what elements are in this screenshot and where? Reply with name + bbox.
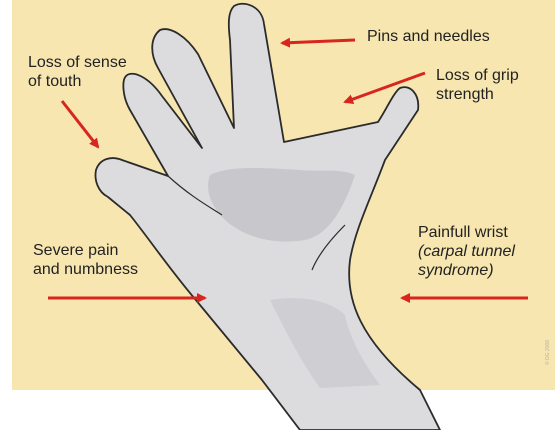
label-grip-line2: strength: [436, 85, 519, 104]
label-pain-line1: Severe pain: [33, 241, 138, 260]
label-pins-text: Pins and needles: [367, 28, 490, 45]
label-grip-line1: Loss of grip: [436, 66, 519, 85]
label-painful-wrist: Painfull wrist (carpal tunnel syndrome): [418, 223, 515, 280]
label-loss-of-grip: Loss of grip strength: [436, 66, 519, 104]
label-severe-pain: Severe pain and numbness: [33, 241, 138, 279]
label-wrist-line2: (carpal tunnel: [418, 242, 515, 261]
label-wrist-line1: Painfull wrist: [418, 223, 515, 242]
label-loss-of-touch: Loss of sense of touth: [28, 53, 127, 91]
label-pins-and-needles: Pins and needles: [367, 27, 490, 46]
label-touch-line2: of touth: [28, 72, 127, 91]
image-credit: © DG 2008: [545, 340, 551, 365]
label-touch-line1: Loss of sense: [28, 53, 127, 72]
label-pain-line2: and numbness: [33, 260, 138, 279]
label-wrist-line3: syndrome): [418, 261, 515, 280]
